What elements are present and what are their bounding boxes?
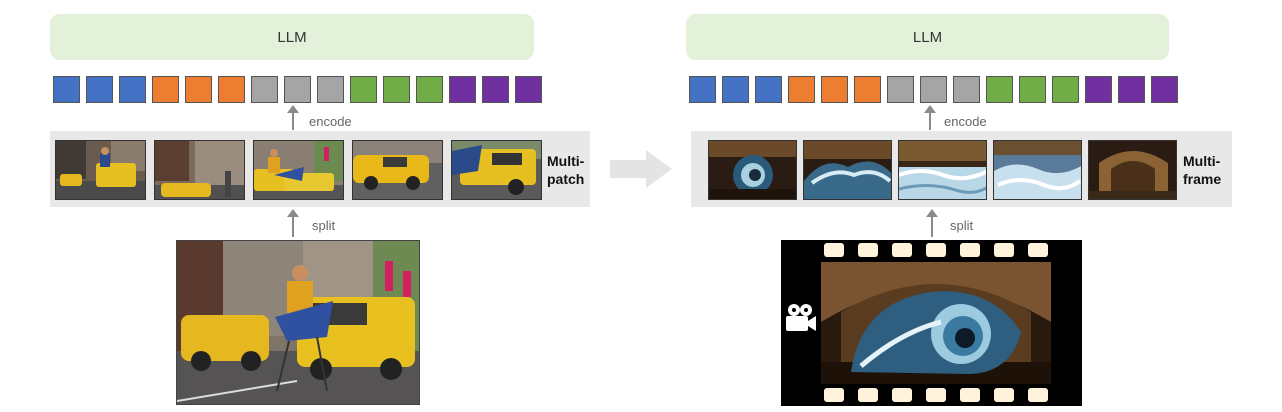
token-right-14 (1118, 76, 1145, 103)
multi-patch-label: Multi- patch (547, 152, 584, 188)
token-left-6 (218, 76, 245, 103)
token-right-9 (953, 76, 980, 103)
patch-5-graphic (452, 141, 541, 199)
image-patch-2 (154, 140, 245, 200)
llm-block-left: LLM (50, 14, 534, 60)
film-hole-bottom-4 (926, 388, 946, 402)
image-patch-4 (352, 140, 443, 200)
token-right-3 (755, 76, 782, 103)
film-hole-bottom-2 (858, 388, 878, 402)
token-right-6 (854, 76, 881, 103)
film-strip (781, 240, 1082, 406)
video-frame-main (821, 262, 1051, 384)
token-left-4 (152, 76, 179, 103)
film-hole-top-1 (824, 243, 844, 257)
encode-arrow-left (287, 105, 299, 130)
source-image (176, 240, 420, 405)
source-image-graphic (177, 241, 419, 404)
token-left-3 (119, 76, 146, 103)
token-right-4 (788, 76, 815, 103)
frame-3-graphic (899, 141, 986, 199)
frame-strip: Multi- frame (691, 131, 1232, 207)
token-right-12 (1052, 76, 1079, 103)
video-frame-4 (993, 140, 1082, 200)
token-left-1 (53, 76, 80, 103)
encode-arrow-right (924, 105, 936, 130)
token-row-left (53, 76, 542, 103)
token-left-7 (251, 76, 278, 103)
encode-label-left: encode (309, 114, 352, 129)
patch-3-graphic (254, 141, 343, 199)
frame-4-graphic (994, 141, 1081, 199)
frame-2-graphic (804, 141, 891, 199)
token-right-7 (887, 76, 914, 103)
multi-frame-label: Multi- frame (1183, 152, 1221, 188)
token-left-10 (350, 76, 377, 103)
patch-4-graphic (353, 141, 442, 199)
film-hole-top-3 (892, 243, 912, 257)
split-label-right: split (950, 218, 974, 233)
film-hole-bottom-7 (1028, 388, 1048, 402)
token-left-5 (185, 76, 212, 103)
video-frame-1 (708, 140, 797, 200)
token-left-8 (284, 76, 311, 103)
token-left-11 (383, 76, 410, 103)
film-hole-top-5 (960, 243, 980, 257)
film-hole-bottom-6 (994, 388, 1014, 402)
video-camera-icon (786, 304, 816, 331)
patch-1-graphic (56, 141, 145, 199)
token-right-2 (722, 76, 749, 103)
token-left-2 (86, 76, 113, 103)
transition-arrow (610, 150, 672, 188)
multi-frame-label-line1: Multi- (1183, 153, 1221, 169)
llm-label-right: LLM (912, 28, 943, 46)
video-frame-2 (803, 140, 892, 200)
llm-label-left: LLM (277, 28, 307, 46)
token-left-9 (317, 76, 344, 103)
patch-2-graphic (155, 141, 244, 199)
film-hole-top-6 (994, 243, 1014, 257)
split-arrow-right (926, 209, 938, 237)
frame-5-graphic (1089, 141, 1176, 199)
token-right-15 (1151, 76, 1178, 103)
token-left-12 (416, 76, 443, 103)
token-right-13 (1085, 76, 1112, 103)
token-right-10 (986, 76, 1013, 103)
token-right-11 (1019, 76, 1046, 103)
film-hole-top-4 (926, 243, 946, 257)
split-label-left: split (312, 218, 336, 233)
token-left-15 (515, 76, 542, 103)
token-right-1 (689, 76, 716, 103)
llm-block-right: LLM (686, 14, 1169, 60)
film-hole-top-7 (1028, 243, 1048, 257)
split-arrow-left (287, 209, 299, 237)
token-right-5 (821, 76, 848, 103)
token-left-14 (482, 76, 509, 103)
film-hole-bottom-5 (960, 388, 980, 402)
film-hole-bottom-1 (824, 388, 844, 402)
multi-frame-label-line2: frame (1183, 171, 1222, 187)
multi-patch-label-line1: Multi- (547, 153, 585, 169)
image-patch-1 (55, 140, 146, 200)
token-left-13 (449, 76, 476, 103)
video-frame-5 (1088, 140, 1177, 200)
video-frame-main-graphic (821, 262, 1051, 384)
video-frame-3 (898, 140, 987, 200)
token-row-right (689, 76, 1178, 103)
film-hole-top-2 (858, 243, 878, 257)
encode-label-right: encode (944, 114, 987, 129)
token-right-8 (920, 76, 947, 103)
film-hole-bottom-3 (892, 388, 912, 402)
multi-patch-label-line2: patch (547, 171, 585, 187)
frame-1-graphic (709, 141, 796, 199)
image-patch-5 (451, 140, 542, 200)
patch-strip: Multi- patch (50, 131, 590, 207)
image-patch-3 (253, 140, 344, 200)
